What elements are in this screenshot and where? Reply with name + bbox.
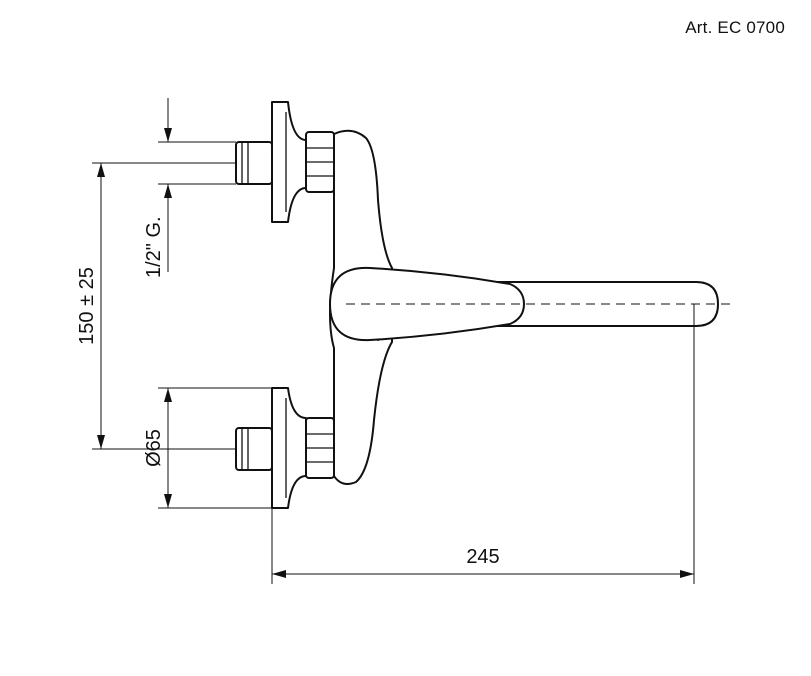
thread-label: 1/2" G.	[143, 216, 165, 278]
width-label: 245	[466, 546, 499, 568]
rosette-diameter-label: Ø65	[143, 429, 165, 467]
thread-dimension: 1/2" G.	[143, 98, 236, 278]
lower-nut	[305, 417, 335, 479]
lower-nipple	[235, 427, 273, 471]
upper-nut	[305, 131, 335, 193]
upper-rosette	[271, 101, 307, 223]
center-distance-label: 150 ± 25	[76, 267, 98, 345]
upper-nipple	[235, 141, 273, 185]
article-number: Art. EC 0700	[685, 18, 785, 37]
rosette-diameter-dimension: Ø65	[143, 387, 272, 509]
width-dimension: 245	[271, 304, 695, 584]
center-distance-dimension: 150 ± 25	[76, 162, 236, 450]
lower-rosette	[271, 387, 307, 509]
